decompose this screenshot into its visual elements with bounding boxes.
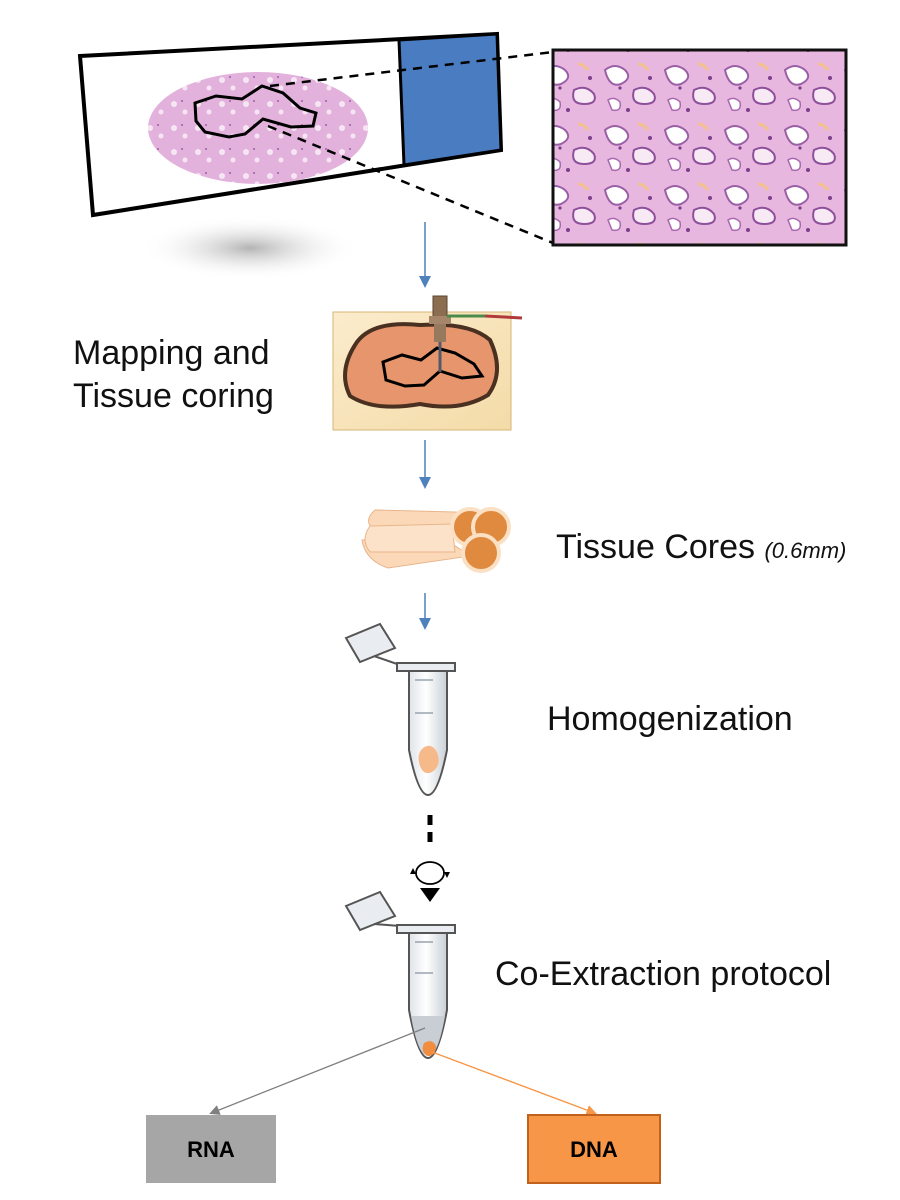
slide-shadow [140, 216, 360, 280]
coextraction-label: Co-Extraction protocol [495, 955, 832, 993]
zoom-line-bottom [267, 124, 554, 245]
microtube-coextraction [344, 890, 456, 1060]
block-tumor-outline [381, 346, 485, 388]
mapping-label: Mapping and Tissue coring [73, 332, 274, 417]
rotation-icon [410, 861, 450, 885]
glass-slide [77, 31, 504, 218]
histology-inset [551, 48, 848, 247]
mapping-label-line2: Tissue coring [73, 376, 274, 415]
tissue-block-section [343, 322, 499, 409]
slide-label-area [397, 32, 503, 167]
mapping-label-line1: Mapping and [73, 334, 270, 372]
rna-label: RNA [187, 1137, 235, 1162]
tissue-cores-icon [361, 507, 511, 573]
coring-needle-icon [429, 295, 523, 372]
microtube-homogenization [344, 622, 456, 797]
rna-output-arrow [209, 1027, 426, 1115]
dna-output-arrow [431, 1051, 597, 1116]
dashed-arrow-head [420, 888, 440, 902]
tissue-cores-label: Tissue Cores (0.6mm) [556, 526, 846, 569]
rna-box: RNA [146, 1115, 276, 1183]
dna-label: DNA [570, 1137, 618, 1162]
tissue-cores-size-note: (0.6mm) [764, 538, 847, 563]
tissue-block [332, 311, 512, 431]
homogenization-label: Homogenization [547, 700, 793, 738]
dna-box: DNA [527, 1114, 661, 1184]
tissue-cores-text: Tissue Cores [556, 528, 756, 566]
tumor-outline [193, 84, 318, 139]
